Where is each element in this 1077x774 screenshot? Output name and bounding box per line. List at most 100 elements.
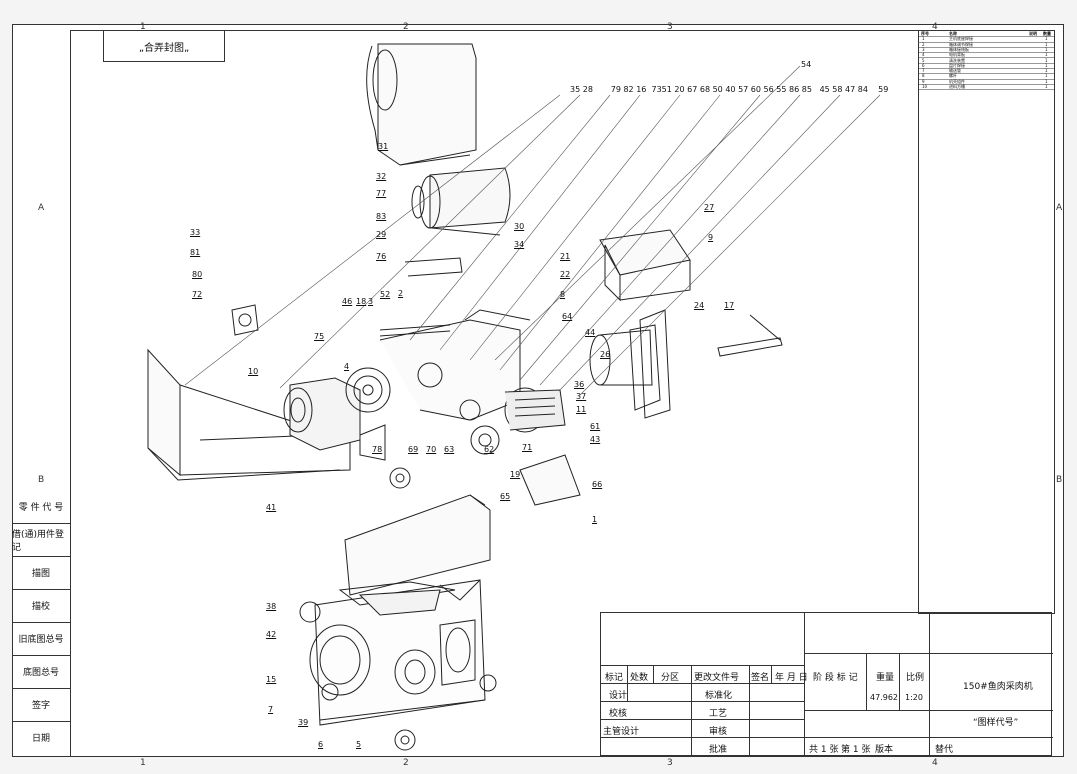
callout: 63 [444, 445, 455, 454]
row-mark: B [38, 475, 45, 485]
callout: 28 [582, 85, 593, 94]
column-mark: 1 [140, 758, 146, 768]
left-cell: 借(通)用件登记 [12, 523, 70, 557]
callout: 17 [724, 301, 735, 310]
tb-scale-label: 比例 [906, 673, 925, 683]
parts-cell: 机壳组件 [949, 78, 965, 84]
left-cell: 描图 [12, 556, 70, 590]
left-cell: 旧底图总号 [12, 622, 70, 656]
callout: 7 [268, 705, 274, 714]
row-mark: A [1056, 203, 1063, 213]
parts-cell: 1 [1045, 57, 1048, 63]
tb-header: 标记 [605, 673, 624, 683]
callout: 6 [318, 740, 324, 749]
callout: 19 [510, 470, 521, 479]
callout: 56 [763, 85, 774, 94]
parts-cell: 7 [922, 68, 925, 74]
callout: 68 [699, 85, 711, 94]
callout: 37 [576, 392, 587, 401]
column-mark: 3 [667, 22, 673, 32]
callout: 22 [560, 270, 571, 279]
callout: 77 [376, 189, 387, 198]
callout: 11 [576, 405, 587, 414]
parts-cell: 1 [1045, 62, 1048, 68]
callout: 82 [623, 85, 634, 94]
callout: 69 [408, 445, 419, 454]
callout: 61 [590, 422, 601, 431]
callout: 29 [376, 230, 387, 239]
row-mark: B [1056, 475, 1063, 485]
callout: 79 [610, 85, 621, 94]
parts-cell: 1 [1045, 84, 1048, 89]
callout: 7351 [651, 85, 672, 94]
parts-cell: 1 [1045, 36, 1048, 42]
parts-cell: 9 [922, 78, 925, 84]
parts-row: 1 主机底座焊接 1 [919, 36, 1054, 43]
callout: 40 [725, 85, 736, 94]
parts-row: 2 箱体调节焊接 1 [919, 42, 1054, 48]
parts-cell: 4 [922, 52, 925, 58]
parts-header: 名称 [949, 31, 957, 36]
parts-cell: 清洗装置 [949, 57, 965, 63]
callout: 70 [426, 445, 437, 454]
callout: 85 [801, 85, 812, 94]
parts-cell: 2 [922, 41, 925, 47]
callout: 52 [380, 290, 391, 299]
callout: 44 [585, 328, 596, 337]
parts-cell: 螺杆 [949, 73, 957, 79]
column-mark: 2 [403, 22, 409, 32]
callout: 21 [560, 252, 571, 261]
tb-header: 更改文件号 [694, 673, 740, 683]
parts-cell: 1 [1045, 41, 1048, 47]
parts-cell: 1 [1045, 78, 1048, 84]
parts-cell: 进料方槽 [949, 84, 965, 89]
callout: 47 [845, 85, 856, 94]
callout-row-top: 35 28 79 82 16 7351 20 67 68 50 40 57 60… [570, 85, 900, 94]
parts-cell: 1 [1045, 52, 1048, 58]
tb-header: 年 月 日 [775, 673, 808, 683]
callout: 42 [266, 630, 277, 639]
row-mark: A [38, 203, 45, 213]
left-cell: 描校 [12, 589, 70, 623]
parts-cell: 电机背板 [949, 52, 965, 58]
callout: 58 [832, 85, 843, 94]
callout: 10 [248, 367, 259, 376]
callout: 32 [376, 172, 387, 181]
left-cell: 零 件 代 号 [12, 490, 70, 524]
callout: 60 [750, 85, 761, 94]
parts-header: 序号 [921, 31, 929, 36]
callout: 76 [376, 252, 387, 261]
left-register-column: 零 件 代 号 借(通)用件登记 描图 描校 旧底图总号 底图总号 签字 日期 [12, 490, 71, 757]
parts-header-row: 序号 名称 说明 数量 [919, 31, 1054, 38]
callout: 71 [522, 443, 533, 452]
callout: 59 [878, 85, 889, 94]
callout: 15 [266, 675, 277, 684]
callout: 86 [789, 85, 800, 94]
left-cell: 底图总号 [12, 655, 70, 689]
tb-weight-label: 重量 [876, 673, 895, 683]
parts-cell: 盘片焊接 [949, 62, 965, 68]
callout: 36 [574, 380, 585, 389]
parts-row: 9 机壳组件 1 [919, 79, 1054, 85]
callout: 78 [372, 445, 383, 454]
tb-sheet-no: 第 1 张 [841, 745, 871, 755]
parts-cell: 箱体调节焊接 [949, 41, 973, 47]
parts-cell: 主机底座焊接 [949, 36, 973, 42]
callout: 27 [704, 203, 715, 212]
callout: 54 [801, 60, 812, 69]
tb-role-right: 审核 [709, 727, 728, 737]
callout: 9 [708, 233, 714, 242]
column-mark: 2 [403, 758, 409, 768]
callout: 45 [819, 85, 830, 94]
callout: 33 [190, 228, 201, 237]
tb-scale: 1:20 [905, 693, 923, 702]
callout: 41 [266, 503, 277, 512]
callout: 20 [674, 85, 685, 94]
parts-cell: 1 [922, 36, 925, 42]
